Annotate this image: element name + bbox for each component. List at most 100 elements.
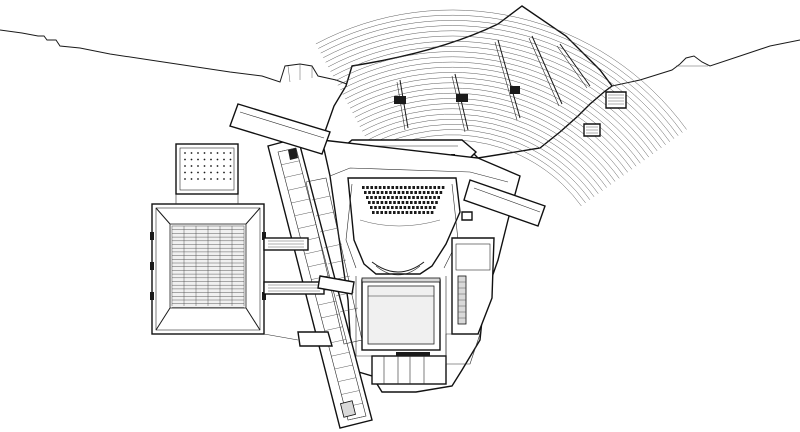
- grid-dot: [197, 158, 199, 161]
- auditorium-seat: [397, 211, 400, 214]
- grid-dot: [203, 165, 206, 167]
- auditorium-seat: [422, 201, 426, 204]
- auditorium-seat: [397, 191, 401, 194]
- auditorium-seat: [370, 186, 373, 189]
- seating-row: [327, 35, 666, 145]
- auditorium-seat: [364, 191, 367, 194]
- auditorium-seat: [422, 191, 426, 194]
- grid-dot: [229, 178, 232, 180]
- auditorium-seat: [391, 206, 394, 209]
- auditorium-seat: [384, 211, 388, 214]
- auditorium-seat: [405, 211, 409, 214]
- grid-dot: [190, 158, 193, 161]
- grid-dot: [223, 165, 225, 167]
- grid-dot: [203, 158, 206, 161]
- auditorium-seat: [412, 196, 415, 199]
- auditorium-seat: [376, 201, 379, 204]
- auditorium-seat: [391, 196, 394, 199]
- auditorium-seat: [431, 191, 434, 194]
- auditorium-seat: [374, 186, 378, 189]
- auditorium-seat: [401, 211, 404, 214]
- auditorium-seat: [427, 191, 430, 194]
- auditorium-seat: [410, 191, 413, 194]
- auditorium-seat: [414, 191, 417, 194]
- seating-row: [347, 77, 633, 170]
- grid-dot: [229, 171, 232, 174]
- seating-row: [332, 46, 658, 152]
- auditorium-seat: [370, 196, 373, 199]
- auditorium-seat: [378, 186, 382, 189]
- grid-dot: [216, 165, 219, 167]
- auditorium-seat: [395, 186, 399, 189]
- seating-row: [349, 82, 628, 173]
- auditorium-seat: [410, 201, 413, 204]
- auditorium-seat: [412, 206, 415, 209]
- auditorium-seat: [404, 186, 407, 189]
- room-divider: [324, 326, 343, 331]
- seating-row: [335, 51, 654, 155]
- auditorium-seat: [387, 196, 390, 199]
- auditorium-seat: [399, 186, 403, 189]
- auditorium-seat: [425, 186, 428, 189]
- auditorium-seat: [437, 196, 440, 199]
- auditorium-seat: [380, 201, 384, 204]
- grid-dot: [216, 158, 219, 161]
- auditorium-seat: [408, 186, 411, 189]
- grid-dot: [197, 152, 199, 154]
- auditorium-seat: [362, 186, 365, 189]
- auditorium-seat: [380, 191, 384, 194]
- grid-dot: [184, 165, 186, 167]
- room-divider: [277, 147, 297, 153]
- auditorium-seat: [406, 191, 409, 194]
- auditorium-seat: [412, 186, 415, 189]
- grid-dot: [197, 171, 199, 174]
- auditorium-seat: [429, 196, 432, 199]
- auditorium-seat: [389, 191, 392, 194]
- auditorium-seat: [393, 211, 396, 214]
- seating-row: [323, 25, 675, 139]
- seating-row: [342, 66, 641, 164]
- auditorium-seat: [416, 196, 419, 199]
- auditorium-seat: [405, 201, 409, 204]
- grid-dot: [184, 178, 186, 180]
- connecting-bridges: [263, 237, 355, 295]
- auditorium-seat: [418, 211, 421, 214]
- grid-dot: [223, 171, 225, 174]
- auditorium-seat: [433, 186, 436, 189]
- room-divider: [321, 313, 340, 319]
- auditorium-seat: [433, 196, 436, 199]
- main-stage: [355, 276, 447, 385]
- seating-row: [354, 93, 620, 179]
- auditorium-seat: [435, 191, 438, 194]
- grid-dot: [210, 178, 212, 180]
- auditorium-seat: [424, 196, 428, 199]
- auditorium-seat: [408, 196, 411, 199]
- auditorium-seat: [395, 206, 398, 209]
- seating-row: [366, 118, 599, 194]
- grid-dot: [184, 158, 186, 161]
- seating-row: [359, 103, 612, 185]
- grid-dot: [203, 152, 206, 154]
- auditorium-seat: [414, 201, 417, 204]
- auditorium-seat: [372, 191, 375, 194]
- room-divider: [281, 160, 300, 166]
- auditorium-seat: [372, 201, 375, 204]
- auditorium-seat: [441, 186, 445, 189]
- grid-dot: [184, 171, 186, 174]
- room-divider: [307, 262, 327, 268]
- auditorium-seat: [386, 206, 390, 209]
- auditorium-seat: [407, 206, 411, 209]
- auditorium-seat: [424, 206, 428, 209]
- grid-dot: [190, 178, 193, 180]
- auditorium-seat: [368, 201, 371, 204]
- lower-annex: [263, 331, 333, 347]
- auditorium-seat: [372, 211, 375, 214]
- auditorium-seat: [368, 191, 371, 194]
- grid-dot: [210, 165, 212, 167]
- auditorium-seat: [380, 211, 383, 214]
- grid-dot: [223, 178, 225, 180]
- seating-row: [352, 87, 624, 176]
- grid-dot: [190, 152, 193, 154]
- auditorium-seat: [418, 201, 421, 204]
- auditorium-seat: [403, 196, 407, 199]
